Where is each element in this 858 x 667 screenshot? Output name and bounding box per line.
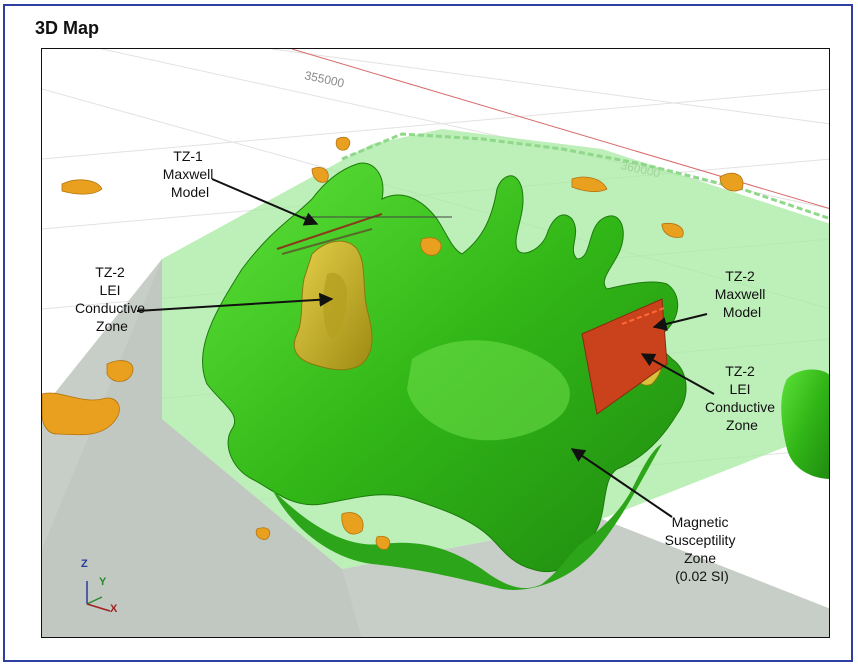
label-tz2-lei-left: TZ-2 LEI Conductive Zone <box>75 264 149 334</box>
arrow-tz2-maxwell <box>652 313 708 331</box>
orange-conductive-blobs <box>42 136 744 550</box>
tz2-maxwell-edge <box>621 306 668 325</box>
axis-label-x: X <box>110 603 118 615</box>
label-tz2-maxwell: TZ-2 Maxwell Model <box>715 268 769 320</box>
label-magnetic-zone: Magnetic Susceptility Zone (0.02 SI) <box>665 514 740 584</box>
label-tz1-maxwell: TZ-1 Maxwell Model <box>163 148 217 200</box>
label-tz2-lei-right: TZ-2 LEI Conductive Zone <box>705 363 779 433</box>
leader-arrows <box>136 178 715 518</box>
magnetic-body-right-lobe <box>781 369 829 479</box>
axis-triad: Z Y X <box>81 558 118 615</box>
arrow-tz1-maxwell <box>211 178 319 226</box>
3d-scene: 355000 360000 <box>42 49 829 637</box>
arrow-tz2-lei-left <box>136 292 334 312</box>
magnetic-body-lower <box>272 444 662 590</box>
figure-frame: 3D Map <box>3 4 853 662</box>
tz1-maxwell-plate <box>276 213 452 255</box>
block-side-face <box>42 259 362 637</box>
magnetic-body-highlight <box>407 340 570 441</box>
axis-label-y: Y <box>99 576 107 588</box>
map-title: 3D Map <box>35 18 100 38</box>
arrow-tz2-lei-right <box>640 353 715 395</box>
tick-label-355000: 355000 <box>303 68 345 90</box>
axis-label-z: Z <box>81 558 88 570</box>
tz2-lei-zone-left-inner <box>323 272 347 339</box>
tz2-maxwell-plate <box>581 298 668 415</box>
3d-viewport[interactable]: 355000 360000 <box>41 48 830 638</box>
arrow-magnetic <box>570 448 673 518</box>
